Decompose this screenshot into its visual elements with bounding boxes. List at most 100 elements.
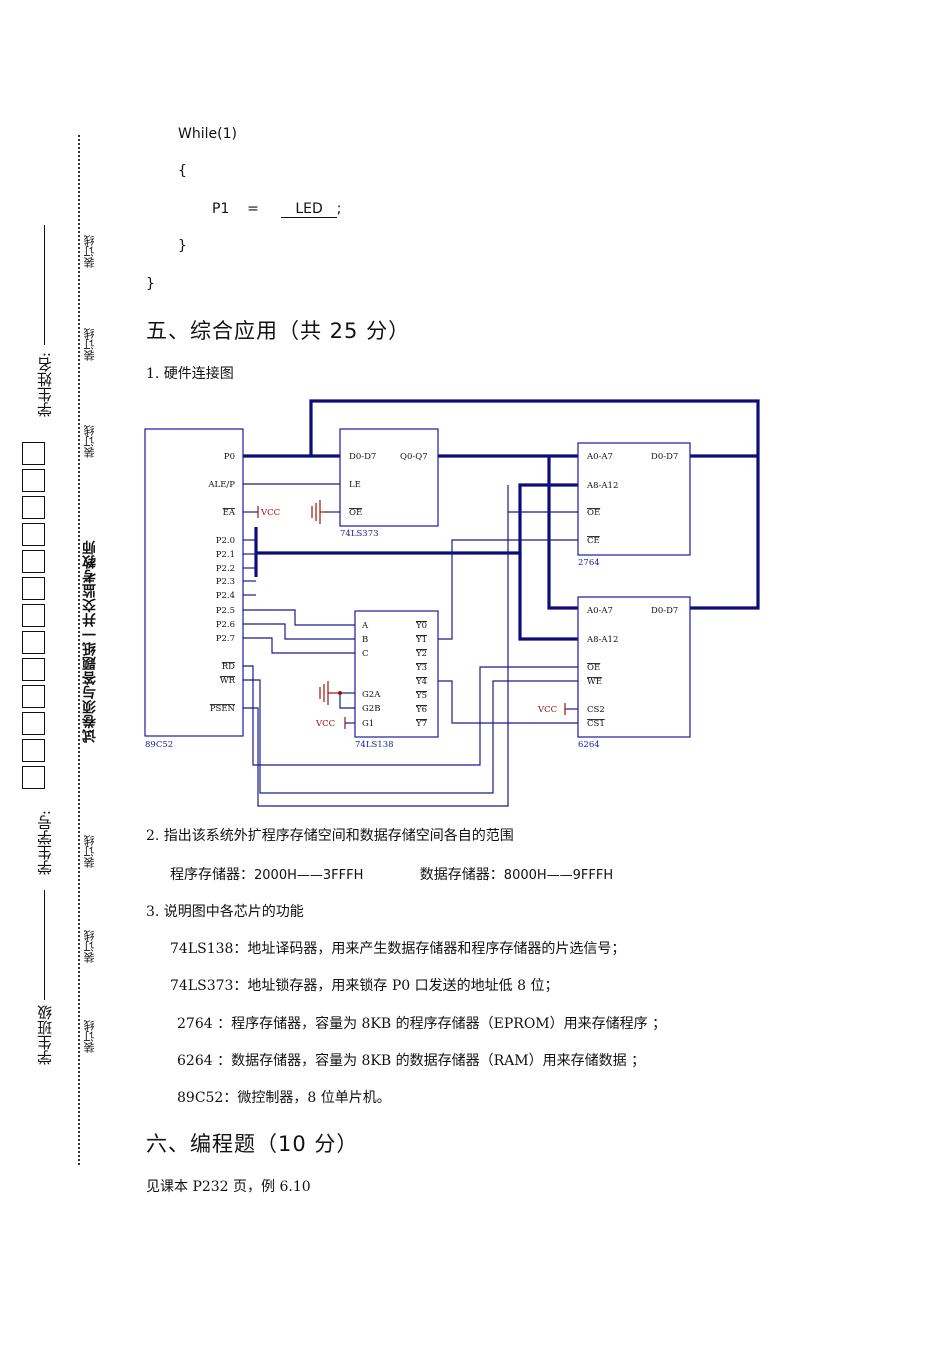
latch-pin-label: Q0-Q7	[400, 452, 428, 462]
ram-pin-label: CS2	[587, 705, 605, 715]
id-digit-box[interactable]	[22, 631, 45, 654]
latch-chip	[339, 428, 439, 527]
decoder-output-label: Y1	[415, 635, 427, 645]
student-id-boxes[interactable]	[22, 440, 48, 791]
class-label: 学生班级	[36, 1005, 54, 1065]
mcu-pin-label: P2.6	[216, 620, 235, 630]
vcc-ram-label: VCC	[537, 705, 557, 715]
decoder-output-label: Y3	[415, 663, 427, 673]
binding-label: 装订线	[82, 835, 98, 868]
decoder-output-label: Y2	[415, 649, 427, 659]
code-line: {	[178, 163, 187, 179]
id-digit-box[interactable]	[22, 766, 45, 789]
binding-warning: 试卷须与答题纸一并交监考教师	[80, 540, 100, 743]
latch-pin-label: LE	[349, 480, 361, 490]
binding-margin: 装订线 装订线 装订线 装订线 装订线 装订线 试卷须与答题纸一并交监考教师 学…	[18, 130, 108, 1170]
decoder-input-label: C	[362, 649, 369, 659]
latch-pin-label: D0-D7	[349, 452, 376, 462]
mcu-pin-label: P2.1	[216, 550, 235, 560]
binding-label: 装订线	[82, 1020, 98, 1053]
decoder-input-label: A	[361, 621, 369, 631]
data-mem-range: 8000H——9FFFH	[503, 868, 614, 883]
question-2-answer: 程序存储器：2000H——3FFFH 数据存储器：8000H——9FFFH	[170, 864, 613, 884]
ram-pin-label: CS1	[587, 719, 605, 729]
code-line: }	[178, 238, 187, 254]
section5-title: 五、综合应用（共 25 分）	[146, 319, 411, 343]
code-answer-blank: LED	[281, 202, 337, 218]
id-digit-box[interactable]	[22, 523, 45, 546]
question-1: 1. 硬件连接图	[146, 366, 234, 382]
decoder-output-label: Y5	[415, 691, 427, 701]
wires	[243, 399, 760, 807]
ram-pin-label: OE	[587, 663, 600, 673]
latch-pin-label: OE	[349, 508, 362, 518]
hardware-circuit-diagram: VCC VCC VCC P0 ALE/P EA P2.0 P2.1 P2.2 P…	[144, 399, 760, 807]
decoder-output-label: Y0	[415, 621, 427, 631]
mcu-pin-label: WR	[220, 676, 236, 686]
section6-title: 六、编程题（10 分）	[146, 1132, 359, 1156]
mcu-pin-label: ALE/P	[207, 480, 235, 490]
decoder-output-label: Y7	[415, 719, 427, 729]
decoder-output-label: Y6	[415, 705, 427, 715]
eprom-pin-label: A0-A7	[586, 452, 613, 462]
name-field[interactable]	[44, 225, 45, 345]
ground-symbol-decoder	[319, 681, 340, 705]
name-label: 学生姓名:	[36, 352, 54, 418]
id-digit-box[interactable]	[22, 685, 45, 708]
code-line: While(1)	[178, 126, 237, 142]
mcu-pin-label: P2.3	[216, 577, 235, 587]
id-digit-box[interactable]	[22, 712, 45, 735]
code-assign-suffix: ;	[336, 201, 342, 217]
answer-74ls373: 74LS373：地址锁存器，用来锁存 P0 口发送的地址低 8 位；	[170, 978, 559, 994]
id-digit-box[interactable]	[22, 469, 45, 492]
vcc-decoder-label: VCC	[315, 719, 335, 729]
id-digit-box[interactable]	[22, 442, 45, 465]
mcu-pin-label: P2.2	[216, 564, 235, 574]
mcu-chip	[144, 428, 244, 737]
mcu-pin-label: P2.5	[216, 606, 235, 616]
class-field[interactable]	[44, 890, 45, 1000]
id-digit-box[interactable]	[22, 604, 45, 627]
answer-89c52: 89C52：微控制器，8 位单片机。	[177, 1090, 391, 1106]
latch-name: 74LS373	[340, 529, 379, 539]
eprom-pin-label: OE	[587, 508, 600, 518]
code-line: }	[146, 276, 155, 292]
mcu-pin-label: RD	[222, 662, 235, 672]
id-digit-box[interactable]	[22, 739, 45, 762]
eprom-pin-label: CE	[587, 536, 600, 546]
id-digit-box[interactable]	[22, 658, 45, 681]
mcu-name: 89C52	[145, 740, 173, 750]
prog-mem-label: 程序存储器：	[170, 867, 254, 883]
section6-text: 见课本 P232 页，例 6.10	[146, 1179, 311, 1195]
id-digit-box[interactable]	[22, 577, 45, 600]
decoder-input-label: B	[362, 635, 368, 645]
ground-symbol-latch	[311, 500, 325, 524]
binding-label: 装订线	[82, 930, 98, 963]
mcu-pin-label: PSEN	[210, 704, 236, 714]
ram-chip	[577, 596, 691, 738]
code-assign-prefix: P1 =	[212, 201, 259, 217]
answer-2764: 2764 ：程序存储器，容量为 8KB 的程序存储器（EPROM）用来存储程序 …	[177, 1016, 667, 1032]
question-3: 3. 说明图中各芯片的功能	[146, 904, 304, 920]
vcc-ea-label: VCC	[260, 508, 280, 518]
binding-dotted-line	[78, 135, 80, 1165]
id-digit-box[interactable]	[22, 496, 45, 519]
code-line-assignment: P1 = LED;	[212, 201, 342, 218]
decoder-input-label: G2A	[362, 690, 381, 700]
ram-pin-label: A8-A12	[586, 635, 618, 645]
mcu-pin-label: P2.7	[216, 634, 235, 644]
question-2: 2. 指出该系统外扩程序存储空间和数据存储空间各自的范围	[146, 828, 514, 844]
eprom-name: 2764	[578, 558, 600, 568]
mcu-pin-label: P2.4	[216, 591, 235, 601]
id-digit-box[interactable]	[22, 550, 45, 573]
binding-label: 装订线	[82, 425, 98, 458]
eprom-chip	[577, 442, 691, 556]
mcu-pin-label: P2.0	[216, 536, 235, 546]
binding-label: 装订线	[82, 235, 98, 268]
ram-pin-label: D0-D7	[651, 606, 678, 616]
eprom-pin-label: D0-D7	[651, 452, 678, 462]
decoder-output-label: Y4	[415, 677, 427, 687]
data-mem-label: 数据存储器：	[419, 867, 504, 883]
answer-6264: 6264 ：数据存储器，容量为 8KB 的数据存储器（RAM）用来存储数据 ；	[177, 1053, 646, 1069]
decoder-input-label: G2B	[362, 704, 380, 714]
